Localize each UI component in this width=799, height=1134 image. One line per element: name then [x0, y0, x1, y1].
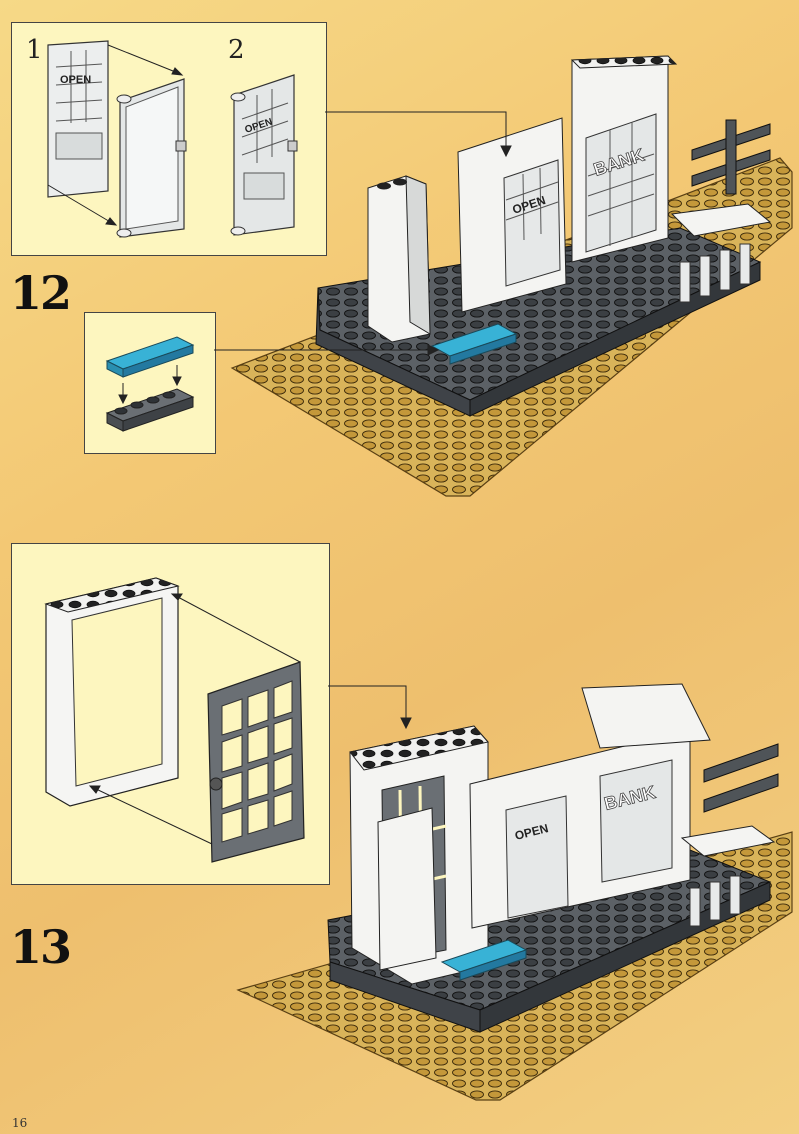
open-sign-text: OPEN — [60, 74, 91, 86]
azure-tile — [105, 336, 195, 378]
white-column-left — [367, 175, 431, 343]
white-door-frame — [44, 577, 180, 807]
door-wall-section-13: OPEN BANK — [469, 683, 711, 929]
door-wall-section: OPEN — [457, 117, 567, 313]
jail-cell-13 — [349, 725, 489, 985]
step12-leaders — [214, 111, 512, 356]
page-number: 16 — [12, 1116, 28, 1130]
substep-1-label: 1 — [26, 35, 43, 65]
azure-tile-placed — [430, 323, 518, 365]
door-frame-piece — [116, 78, 187, 238]
azure-tile-13 — [440, 939, 528, 981]
step13-door-callout — [11, 543, 330, 885]
step12-door-callout: 1 2 OPEN — [11, 22, 327, 256]
railing-13 — [680, 825, 776, 927]
step-13-number: 13 — [10, 920, 72, 974]
gray-bar-door — [207, 661, 305, 863]
dark-gray-plate — [105, 388, 195, 432]
fence-12 — [691, 119, 771, 195]
tile-plate-diagram — [105, 336, 195, 432]
window-pane-piece: OPEN — [47, 40, 109, 198]
assembly-arrows — [47, 44, 184, 226]
jail-door-diagram — [44, 577, 305, 863]
bank-window-12: BANK — [570, 55, 678, 263]
fence-13 — [703, 743, 779, 813]
jail-door-arrows — [88, 593, 301, 845]
step12-tile-callout — [84, 312, 216, 454]
door-assembly-diagram: OPEN OPEN — [47, 40, 298, 238]
assembled-door: OPEN — [230, 74, 298, 236]
step13-leader — [328, 685, 412, 730]
step-12-number: 12 — [10, 266, 72, 320]
step12-model-illustration: OPEN BANK — [214, 55, 793, 497]
substep-2-label: 2 — [228, 35, 245, 65]
railing-12 — [670, 203, 772, 303]
